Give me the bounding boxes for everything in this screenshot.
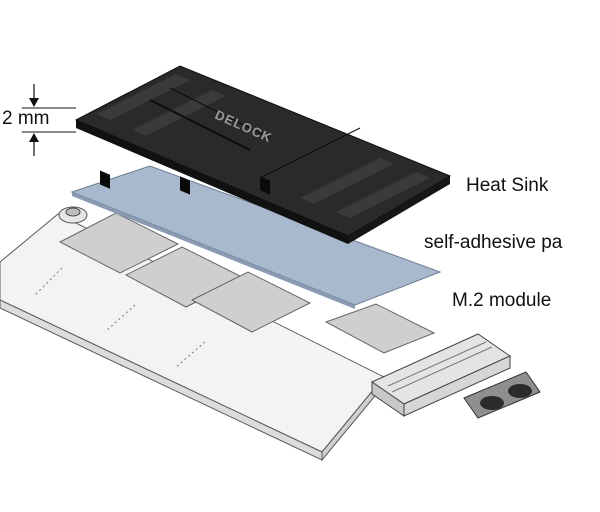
m2-connector	[370, 333, 541, 419]
arrow-down-icon	[29, 98, 39, 107]
m2-module-label: M.2 module	[452, 290, 552, 311]
dimension-label: 2 mm	[2, 108, 50, 130]
dimension-value: 2	[2, 108, 13, 129]
arrow-up-icon	[29, 133, 39, 142]
memory-chips	[58, 212, 436, 354]
heat-sink: DELOCK	[74, 65, 452, 244]
dimension-unit: mm	[17, 108, 50, 129]
heat-sink-label: Heat Sink	[466, 175, 549, 196]
dimension-indicator	[22, 84, 76, 156]
mounting-screw-icon	[58, 206, 88, 224]
thermal-pad-label: self-adhesive pa	[424, 232, 563, 253]
thermal-pad	[70, 165, 442, 309]
m2-module-board	[0, 213, 385, 462]
